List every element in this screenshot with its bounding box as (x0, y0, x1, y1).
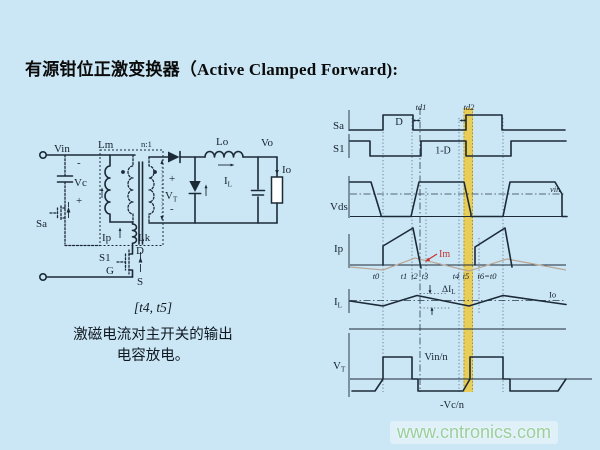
signal-label-s1: S1 (333, 143, 345, 155)
caption-line-2: 电容放电。 (116, 348, 190, 365)
vc-minus-label: - (77, 157, 81, 169)
timing-diagram: td1 td2 Sa D S1 1-D Vds vin Ip (330, 102, 592, 411)
transformer-core (138, 161, 144, 245)
freewheel-diode-icon (189, 181, 201, 192)
input-terminal-top (38, 151, 47, 160)
s1-mosfet: S1 D G S (99, 245, 144, 288)
io-label: Io (282, 164, 292, 176)
io-arrow (275, 170, 279, 175)
vo-label: Vo (261, 137, 274, 149)
circuit-diagram: Vin - Vc + Sa Lm n:1 (36, 136, 292, 288)
lo-label: Lo (216, 136, 229, 148)
primary-winding (127, 154, 134, 223)
signal-label-il: IL (334, 296, 342, 310)
vc-label: Vc (74, 177, 87, 189)
vin-level-label: vin (550, 184, 560, 194)
lk-inductor (131, 221, 138, 249)
vt-trace (351, 356, 567, 392)
s1-gate-label: G (106, 265, 114, 277)
vin-label: Vin (54, 143, 70, 155)
time-label-t2: t2 (411, 271, 418, 281)
time-label-t0: t0 (373, 271, 380, 281)
sa-label: Sa (36, 218, 47, 230)
lk-label: Lk (138, 232, 151, 244)
signal-label-vt: VT (333, 360, 346, 374)
clamp-branch: - Vc + Sa (36, 154, 101, 247)
im-annotation: Im (425, 249, 450, 262)
vt-plus-label: + (169, 173, 175, 185)
series-diode-icon (168, 151, 180, 163)
td1-label: td1 (416, 102, 427, 112)
transformer-model-box (99, 149, 164, 246)
one-minus-duty-label: 1-D (435, 146, 451, 157)
s1-label: S1 (99, 252, 111, 264)
delta-il-label: ΔIL (442, 285, 456, 296)
s1-trace (349, 140, 567, 157)
signal-label-ip: Ip (334, 243, 344, 255)
time-label-t4: t4 (453, 271, 460, 281)
watermark: www.cntronics.com (390, 421, 559, 444)
neg-vc-over-n-label: -Vc/n (440, 400, 465, 411)
page-title: 有源钳位正激变换器（Active Clamped Forward): (25, 60, 399, 79)
vc-plus-label: + (76, 195, 82, 207)
interval-label: [t4, t5] (133, 300, 173, 315)
caption-line-1: 激磁电流对主开关的输出 (73, 327, 233, 343)
vt-minus-label: - (170, 203, 174, 215)
primary-phase-dot (121, 170, 125, 174)
s1-body-diode-icon (138, 257, 143, 263)
time-label-t1: t1 (401, 271, 408, 281)
signal-label-vds: Vds (330, 201, 348, 213)
signal-label-sa: Sa (333, 120, 344, 132)
time-label-t6: t6=t0 (478, 271, 498, 281)
il-trace (349, 294, 567, 307)
lm-label: Lm (98, 139, 114, 151)
vds-trace (349, 181, 568, 218)
time-labels: t0 t1 t2 t3 t4 t5 t6=t0 (373, 271, 498, 281)
sa-trace (349, 114, 566, 131)
delta-il-annotation: ΔIL (420, 285, 456, 315)
caption-block: [t4, t5] 激磁电流对主开关的输出 电容放电。 (28, 300, 278, 367)
duty-label: D (395, 117, 403, 128)
s1-drain-label: D (136, 245, 144, 257)
im-label: Im (439, 249, 450, 260)
s1-source-label: S (137, 276, 143, 288)
im-trace (349, 257, 567, 272)
input-terminal-bottom (38, 272, 47, 281)
vin-over-n-label: Vin/n (424, 352, 448, 363)
load-resistor (270, 176, 284, 204)
secondary-winding (148, 156, 155, 224)
lm-inductor (104, 154, 111, 223)
ip-label: Ip (102, 232, 112, 244)
vt-measure: + VT - (160, 159, 178, 221)
td2-label: td2 (464, 102, 476, 112)
sa-body-diode-icon (66, 207, 71, 213)
highlight-band (463, 108, 473, 392)
il-label: IL (224, 175, 232, 189)
time-label-t3: t3 (422, 271, 429, 281)
ip-trace (382, 227, 513, 269)
turns-ratio-label: n:1 (141, 139, 152, 149)
io-level-label: Io (549, 290, 556, 300)
time-label-t5: t5 (463, 271, 470, 281)
vt-label: VT (165, 190, 178, 204)
lo-inductor (204, 150, 244, 158)
